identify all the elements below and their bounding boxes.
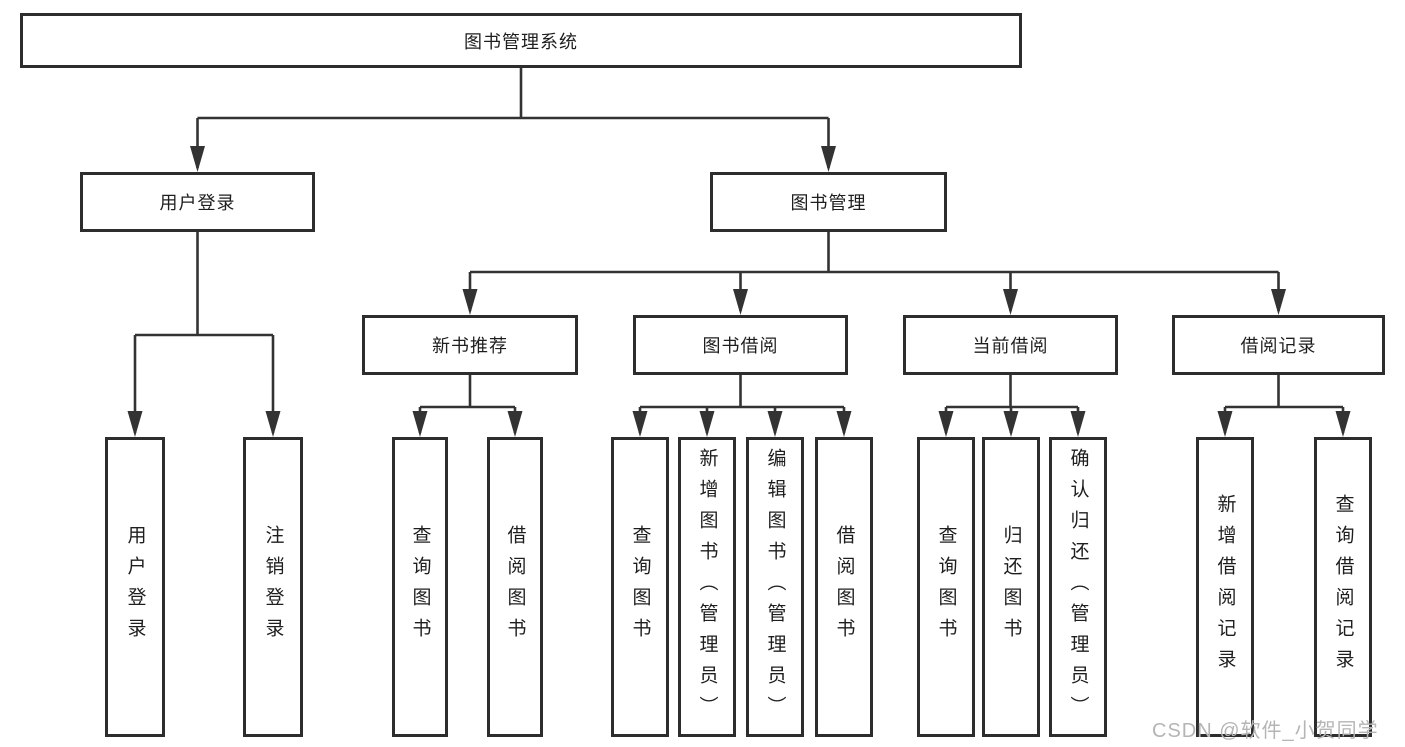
node-label: 注销登录 [262, 525, 284, 649]
node-label: 查询图书 [935, 525, 957, 649]
leaf-user-login: 用户登录 [105, 437, 165, 737]
leaf-borrow-books-1: 借阅图书 [487, 437, 543, 737]
connector-new-book-fanout [418, 375, 517, 433]
node-label: 用户登录 [124, 525, 146, 649]
leaf-return-books: 归还图书 [982, 437, 1040, 737]
node-label: 图书管理 [790, 193, 867, 213]
node-label: 查询图书 [629, 525, 651, 649]
leaf-add-borrow-record: 新增借阅记录 [1196, 437, 1254, 737]
connector-user-login-branch [133, 232, 275, 433]
node-label: 图书借阅 [702, 336, 779, 356]
node-book-management: 图书管理 [710, 172, 947, 232]
connector-root-branch [196, 68, 830, 168]
node-label: 新书推荐 [432, 336, 508, 356]
node-label: 借阅图书 [504, 525, 526, 649]
node-label: 借阅图书 [833, 525, 855, 649]
node-label: 查询图书 [409, 525, 431, 649]
leaf-query-borrow-record: 查询借阅记录 [1314, 437, 1372, 737]
node-new-book-recommend: 新书推荐 [362, 315, 578, 375]
node-library-management-system: 图书管理系统 [20, 13, 1022, 68]
node-label: 编辑图书（管理员） [764, 447, 786, 727]
node-borrowing-records: 借阅记录 [1172, 315, 1385, 375]
node-label: 图书管理系统 [464, 31, 578, 52]
node-label: 当前借阅 [972, 336, 1049, 356]
node-label: 确认归还（管理员） [1067, 447, 1089, 727]
leaf-query-books-2: 查询图书 [611, 437, 669, 737]
leaf-query-books-1: 查询图书 [392, 437, 448, 737]
node-label: 查询借阅记录 [1332, 494, 1354, 680]
node-label: 归还图书 [1000, 525, 1022, 649]
connector-records-fanout [1223, 375, 1345, 433]
node-book-borrowing: 图书借阅 [633, 315, 848, 375]
leaf-edit-books-admin: 编辑图书（管理员） [746, 437, 804, 737]
connector-book-borrow-fanout [638, 375, 846, 433]
node-label: 借阅记录 [1240, 336, 1317, 356]
leaf-confirm-return-admin: 确认归还（管理员） [1049, 437, 1107, 737]
leaf-borrow-books-2: 借阅图书 [815, 437, 873, 737]
node-user-login: 用户登录 [80, 172, 315, 232]
node-label: 用户登录 [159, 193, 236, 213]
node-current-borrowing: 当前借阅 [903, 315, 1118, 375]
leaf-add-books-admin: 新增图书（管理员） [678, 437, 736, 737]
connector-book-mgmt-branch [468, 232, 1280, 311]
connector-current-borrow-fanout [944, 375, 1080, 433]
leaf-query-books-3: 查询图书 [917, 437, 975, 737]
leaf-logout: 注销登录 [243, 437, 303, 737]
watermark-text: CSDN @软件_小贺同学 [1152, 720, 1379, 742]
node-label: 新增图书（管理员） [696, 447, 718, 727]
node-label: 新增借阅记录 [1214, 494, 1236, 680]
